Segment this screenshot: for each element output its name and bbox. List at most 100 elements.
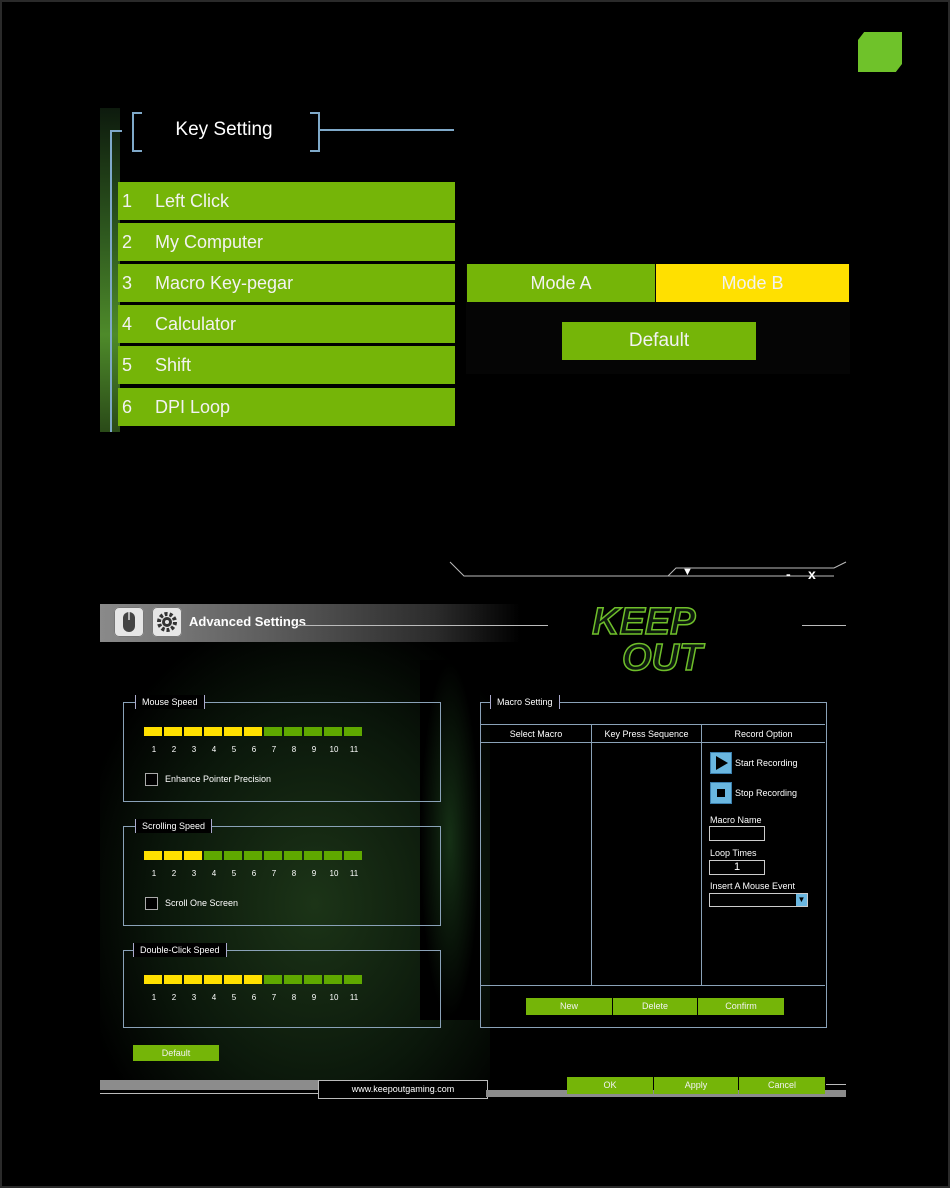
macro-setting-group (480, 702, 827, 1028)
tick-label: 11 (349, 993, 359, 1002)
insert-mouse-event-select[interactable]: ▼ (709, 893, 808, 907)
speed-segment[interactable] (224, 851, 242, 860)
speed-segment[interactable] (224, 975, 242, 984)
speed-segment[interactable] (304, 851, 322, 860)
speed-segment[interactable] (284, 975, 302, 984)
keepout-logo: KEEP OUT (591, 600, 706, 676)
ok-button[interactable]: OK (567, 1077, 653, 1094)
loop-times-input[interactable]: 1 (709, 860, 765, 875)
tick-label: 10 (329, 869, 339, 878)
chevron-down-icon: ▼ (796, 894, 807, 906)
stop-recording-button[interactable] (710, 782, 732, 804)
cancel-button[interactable]: Cancel (739, 1077, 825, 1094)
speed-segment[interactable] (344, 851, 362, 860)
speed-segment[interactable] (204, 851, 222, 860)
speed-segment[interactable] (264, 851, 282, 860)
speed-segment[interactable] (144, 727, 162, 736)
speed-segment[interactable] (244, 727, 262, 736)
scrolling-speed-group (123, 826, 441, 926)
scroll-one-screen-checkbox[interactable] (145, 897, 158, 910)
apply-button[interactable]: Apply (654, 1077, 738, 1094)
bracket-title-left (132, 112, 142, 152)
speed-segment[interactable] (164, 727, 182, 736)
minimize-button[interactable]: - (786, 566, 791, 582)
speed-segment[interactable] (304, 975, 322, 984)
mouse-settings-button[interactable] (114, 607, 144, 637)
speed-segment[interactable] (164, 975, 182, 984)
key-row-label: DPI Loop (155, 397, 231, 417)
speed-segment[interactable] (324, 727, 342, 736)
advanced-settings-button[interactable] (152, 607, 182, 637)
key-row-label: My Computer (155, 232, 264, 252)
speed-segment[interactable] (204, 975, 222, 984)
tick-label: 4 (211, 745, 217, 754)
tick-label: 6 (251, 745, 257, 754)
tick-label: 1 (151, 869, 157, 878)
tick-label: 6 (251, 869, 257, 878)
scrolling-speed-slider[interactable] (144, 851, 364, 860)
default-button[interactable]: Default (562, 322, 756, 360)
tick-label: 2 (171, 869, 177, 878)
mouse-speed-slider[interactable] (144, 727, 364, 736)
speed-segment[interactable] (304, 727, 322, 736)
speed-segment[interactable] (144, 975, 162, 984)
speed-segment[interactable] (184, 727, 202, 736)
macro-setting-label: Macro Setting (490, 695, 560, 709)
speed-segment[interactable] (144, 851, 162, 860)
speed-segment[interactable] (204, 727, 222, 736)
tick-label: 9 (311, 745, 317, 754)
double-click-speed-group (123, 950, 441, 1028)
key-sequence-list[interactable] (593, 744, 700, 984)
speed-segment[interactable] (284, 727, 302, 736)
tick-label: 7 (271, 745, 277, 754)
enhance-pointer-checkbox[interactable] (145, 773, 158, 786)
key-row-number: 3 (122, 273, 133, 293)
header-line (296, 625, 548, 626)
speed-segment[interactable] (244, 975, 262, 984)
speed-segment[interactable] (264, 727, 282, 736)
tshirt-icon[interactable]: ▼ (682, 566, 693, 578)
speed-segment[interactable] (324, 851, 342, 860)
tick-label: 1 (151, 993, 157, 1002)
bracket-title-line (320, 129, 454, 131)
macro-name-input[interactable] (709, 826, 765, 841)
macro-list[interactable] (482, 744, 590, 984)
double-click-speed-slider[interactable] (144, 975, 364, 984)
speed-segment[interactable] (244, 851, 262, 860)
speed-segment[interactable] (264, 975, 282, 984)
start-recording-button[interactable] (710, 752, 732, 774)
website-url[interactable]: www.keepoutgaming.com (318, 1080, 488, 1099)
bracket-title-right (310, 112, 320, 152)
delete-macro-button[interactable]: Delete (613, 998, 697, 1015)
speed-segment[interactable] (284, 851, 302, 860)
footer-band-left (100, 1080, 325, 1090)
macro-divider-head (481, 742, 825, 743)
tick-label: 10 (329, 993, 339, 1002)
tick-label: 8 (291, 993, 297, 1002)
macro-divider-top (481, 724, 825, 725)
start-recording-label: Start Recording (735, 758, 798, 768)
tick-label: 9 (311, 993, 317, 1002)
speed-segment[interactable] (184, 851, 202, 860)
mode-a-button[interactable]: Mode A (467, 264, 655, 302)
advanced-default-button[interactable]: Default (133, 1045, 219, 1061)
speed-segment[interactable] (164, 851, 182, 860)
speed-segment[interactable] (184, 975, 202, 984)
speed-segment[interactable] (224, 727, 242, 736)
key-row-label: Calculator (155, 314, 237, 334)
new-macro-button[interactable]: New (526, 998, 612, 1015)
mode-b-button[interactable]: Mode B (656, 264, 849, 302)
close-button[interactable]: x (808, 566, 816, 582)
speed-segment[interactable] (344, 975, 362, 984)
speed-segment[interactable] (344, 727, 362, 736)
speed-segment[interactable] (324, 975, 342, 984)
mode-a-label: Mode A (530, 273, 592, 293)
confirm-macro-button[interactable]: Confirm (698, 998, 784, 1015)
